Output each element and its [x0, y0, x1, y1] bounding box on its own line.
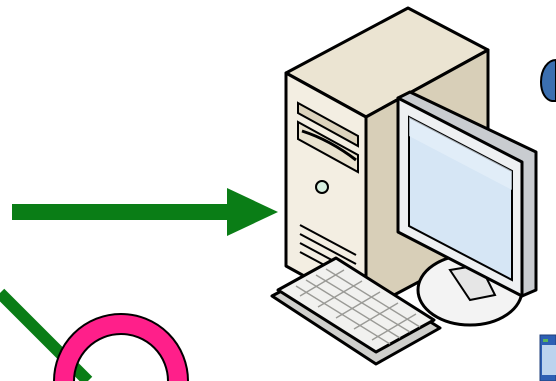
monitor-icon: [396, 90, 538, 298]
user-icon: [539, 58, 556, 102]
desktop-computer-icon: [270, 6, 538, 366]
arrow-right-icon: [12, 188, 278, 236]
no-symbol-icon: [53, 313, 189, 381]
keyboard-icon: [270, 256, 442, 366]
window-thumbnail-icon: [539, 334, 556, 381]
